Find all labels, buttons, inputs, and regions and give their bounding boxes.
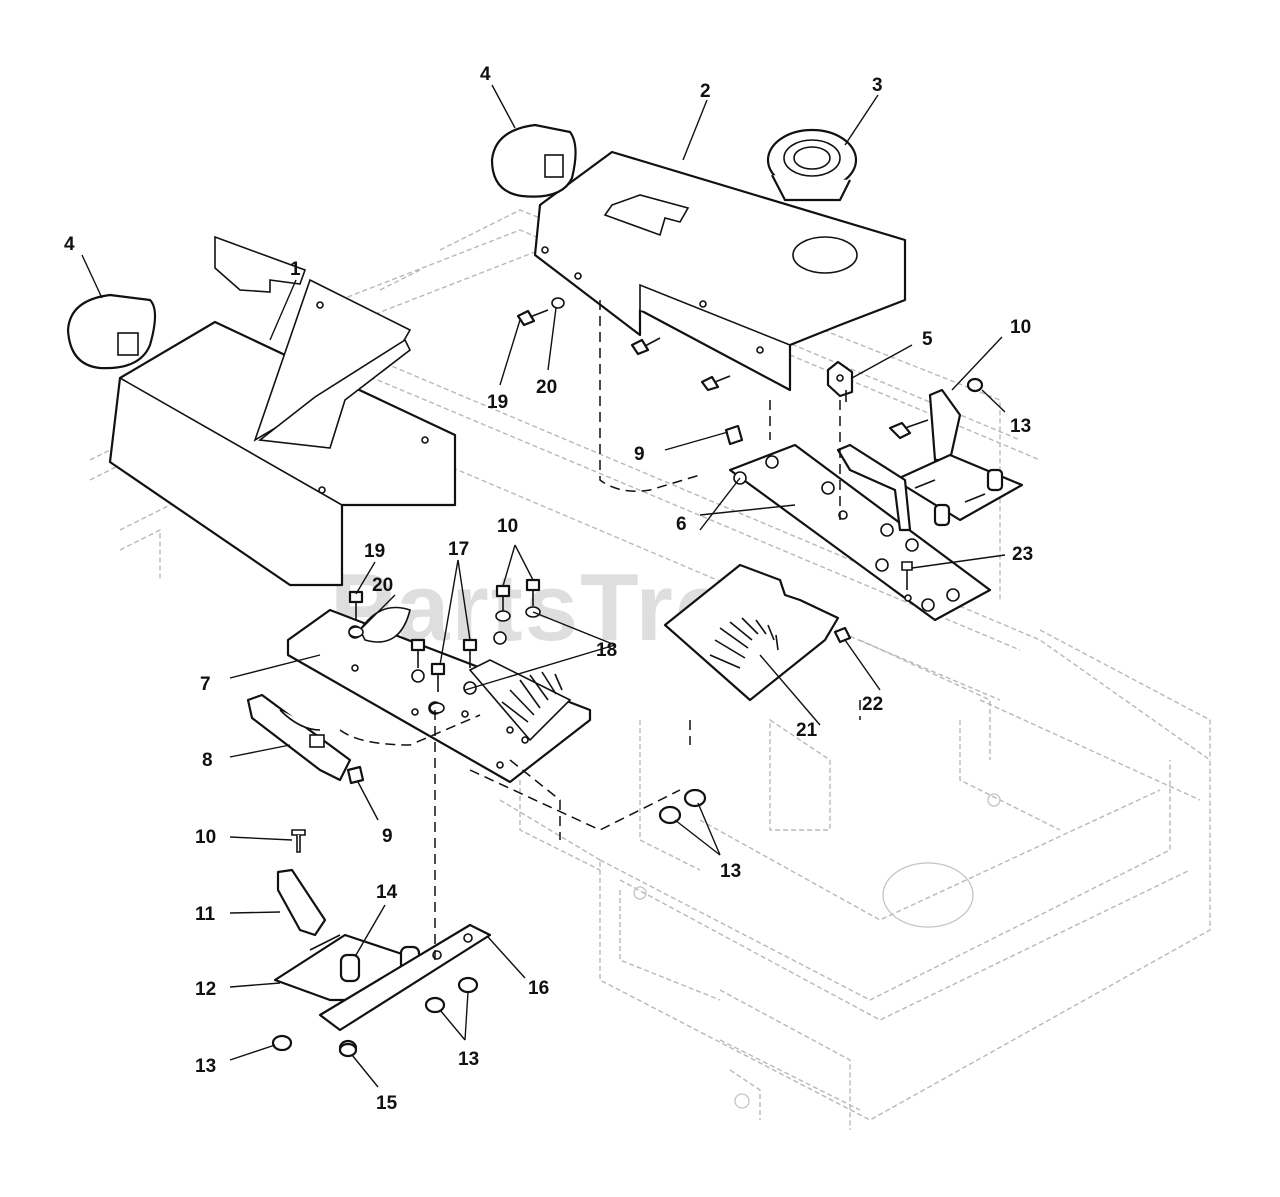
callout-13-mid: 13 (720, 861, 741, 882)
callout-10-left: 10 (195, 827, 216, 848)
part-11-bracket-left (276, 868, 327, 937)
callout-13-bottom: 13 (458, 1049, 479, 1070)
part-4-light-top (490, 123, 577, 198)
callout-12: 12 (195, 979, 216, 1000)
part-8-bracket (246, 693, 352, 782)
callout-2: 2 (700, 81, 711, 102)
part-6-plate (728, 443, 992, 622)
callout-13-right: 13 (1010, 416, 1031, 437)
part-4-light-left (66, 293, 157, 370)
callout-6: 6 (676, 514, 687, 535)
part-21-vent-plate (663, 563, 840, 702)
callout-15: 15 (376, 1093, 398, 1114)
leader-lines (81, 84, 1006, 1088)
callout-9-lower: 9 (382, 826, 393, 847)
part-2-cover (533, 150, 907, 392)
part-3-fuel-cap (766, 128, 858, 202)
callout-4-left: 4 (64, 234, 75, 255)
part-1-cover (108, 235, 457, 587)
callout-5: 5 (922, 329, 933, 350)
callout-8: 8 (202, 750, 213, 771)
part-5-clip (826, 360, 854, 402)
callout-11: 11 (195, 904, 216, 925)
callout-23: 23 (1012, 544, 1033, 565)
callout-13-bottom-left: 13 (195, 1056, 216, 1077)
callout-22: 22 (862, 694, 883, 715)
callout-4-top: 4 (480, 64, 491, 85)
part-18-vent-detail (501, 671, 563, 723)
callout-labels: 1 2 3 4 4 5 6 7 8 9 9 10 10 10 11 12 13 … (64, 64, 1033, 1114)
callout-17: 17 (448, 539, 469, 560)
assembly-lines (339, 300, 861, 960)
callout-1: 1 (290, 259, 301, 280)
callout-3: 3 (872, 75, 883, 96)
callout-10-mid: 10 (497, 516, 518, 537)
callout-20-lower: 20 (372, 575, 393, 596)
callout-7: 7 (200, 674, 211, 695)
callout-19-upper: 19 (487, 392, 508, 413)
callout-14: 14 (376, 882, 398, 903)
part-11-bracket-right (928, 388, 962, 462)
callout-10-right: 10 (1010, 317, 1031, 338)
part-16-mount-bar-right (836, 443, 912, 532)
fasteners (271, 297, 984, 1058)
callout-21: 21 (796, 720, 818, 741)
part-12-mount-plate-right (893, 453, 1024, 527)
callout-19-lower: 19 (364, 541, 385, 562)
callout-20-upper: 20 (536, 377, 557, 398)
callout-9-upper: 9 (634, 444, 645, 465)
callout-18: 18 (596, 640, 617, 661)
callout-16: 16 (528, 978, 549, 999)
